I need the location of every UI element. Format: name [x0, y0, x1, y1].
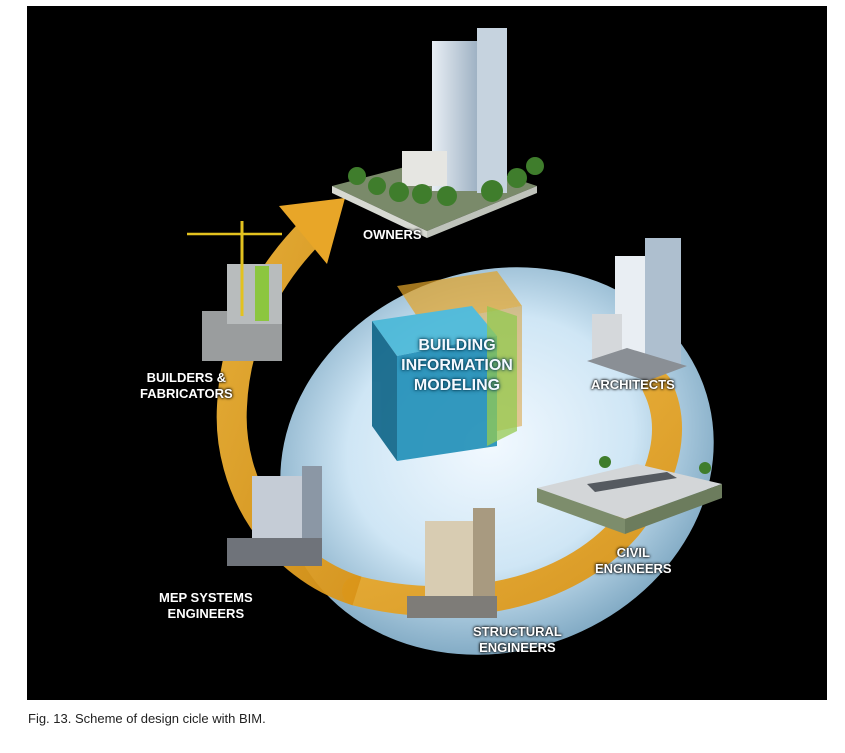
- center-title-line-3: MODELING: [413, 377, 501, 394]
- label-civil-line-1: CIVIL: [616, 545, 650, 560]
- cycle-arrowhead: [279, 198, 345, 264]
- owners-trees: [348, 157, 544, 206]
- bim-cycle-diagram: BUILDING INFORMATION MODELING OWNERS ARC…: [27, 6, 827, 700]
- label-mep-systems-engineers: MEP SYSTEMS ENGINEERS: [159, 590, 253, 622]
- label-structural-line-1: STRUCTURAL: [473, 624, 562, 639]
- label-civil-engineers: CIVIL ENGINEERS: [595, 545, 672, 577]
- label-builders-line-2: FABRICATORS: [140, 386, 233, 401]
- label-architects-line-1: ARCHITECTS: [591, 377, 675, 392]
- structural-building: [407, 508, 497, 618]
- label-mep-line-2: ENGINEERS: [167, 606, 245, 621]
- label-builders-fabricators: BUILDERS & FABRICATORS: [140, 370, 233, 402]
- diagram-graphics: [187, 28, 722, 655]
- owners-building: [332, 28, 537, 238]
- bim-cube: [372, 271, 522, 461]
- figure-caption: Fig. 13. Scheme of design cicle with BIM…: [28, 711, 266, 726]
- center-title-line-2: INFORMATION: [401, 357, 513, 374]
- label-structural-engineers: STRUCTURAL ENGINEERS: [473, 624, 562, 656]
- label-mep-line-1: MEP SYSTEMS: [159, 590, 253, 605]
- mep-building: [227, 466, 322, 566]
- label-owners-line-1: OWNERS: [363, 227, 422, 242]
- label-structural-line-2: ENGINEERS: [479, 640, 556, 655]
- center-title: BUILDING INFORMATION MODELING: [377, 336, 537, 396]
- label-builders-line-1: BUILDERS &: [146, 370, 227, 385]
- center-title-line-1: BUILDING: [418, 337, 496, 354]
- civil-site: [537, 456, 722, 534]
- label-owners: OWNERS: [363, 227, 422, 243]
- builders-construction: [187, 221, 282, 361]
- label-civil-line-2: ENGINEERS: [595, 561, 672, 576]
- architects-building: [587, 238, 687, 381]
- label-architects: ARCHITECTS: [591, 377, 675, 393]
